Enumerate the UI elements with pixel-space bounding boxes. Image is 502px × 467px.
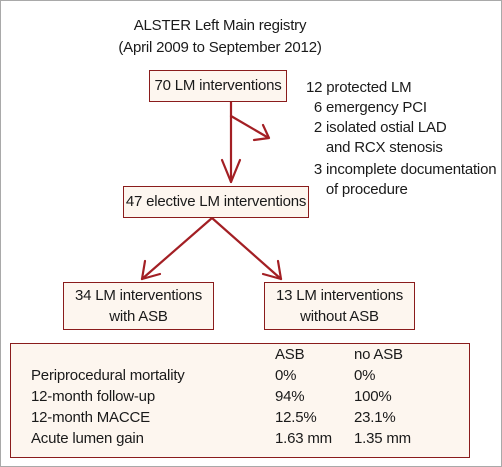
row-label: 12-month MACCE <box>31 409 150 426</box>
with-asb-box: 34 LM interventions with ASB <box>63 282 214 330</box>
row-value-no-asb: 100% <box>354 388 392 405</box>
row-value-no-asb: 1.35 mm <box>354 430 411 447</box>
with-asb-label: with ASB <box>109 308 168 325</box>
total-interventions-label: 70 LM interventions <box>154 77 282 94</box>
arrow-exclusions <box>229 114 269 139</box>
row-value-no-asb: 0% <box>354 367 376 384</box>
exclusion-line: and RCX stenosis <box>306 139 443 156</box>
without-asb-count: 13 LM interventions <box>275 287 404 304</box>
registry-title: ALSTER Left Main registry <box>133 17 307 34</box>
exclusion-line: 6 emergency PCI <box>306 99 427 116</box>
row-value-asb: 0% <box>275 367 297 384</box>
with-asb-count: 34 LM interventions <box>74 287 203 304</box>
exclusion-line: 12 protected LM <box>306 79 412 96</box>
row-value-asb: 1.63 mm <box>275 430 332 447</box>
row-value-no-asb: 23.1% <box>354 409 396 426</box>
row-label: 12-month follow-up <box>31 388 155 405</box>
row-value-asb: 12.5% <box>275 409 317 426</box>
column-header-no-asb: no ASB <box>354 346 403 363</box>
arrow-elective-to-no-asb <box>210 216 283 281</box>
row-value-asb: 94% <box>275 388 305 405</box>
without-asb-box: 13 LM interventions without ASB <box>264 282 415 330</box>
total-interventions-box: 70 LM interventions <box>149 70 287 102</box>
exclusion-line: 3 incomplete documentation <box>306 161 497 178</box>
arrow-total-to-elective-head <box>220 158 242 184</box>
outcomes-table: ASB no ASB Periprocedural mortality 0% 0… <box>10 343 470 458</box>
registry-period: (April 2009 to September 2012) <box>118 39 322 56</box>
arrow-elective-to-no-asb-head <box>261 259 283 281</box>
arrow-elective-to-asb-head <box>140 259 162 281</box>
row-label: Acute lumen gain <box>31 430 144 447</box>
without-asb-label: without ASB <box>300 308 379 325</box>
arrow-elective-to-asb <box>140 216 214 281</box>
elective-interventions-label: 47 elective LM interventions <box>125 193 307 210</box>
elective-interventions-box: 47 elective LM interventions <box>123 186 309 218</box>
arrow-exclusions-head <box>252 123 271 142</box>
row-label: Periprocedural mortality <box>31 367 185 384</box>
exclusion-line: 2 isolated ostial LAD <box>306 119 447 136</box>
column-header-asb: ASB <box>275 346 305 363</box>
exclusion-line: of procedure <box>306 181 408 198</box>
